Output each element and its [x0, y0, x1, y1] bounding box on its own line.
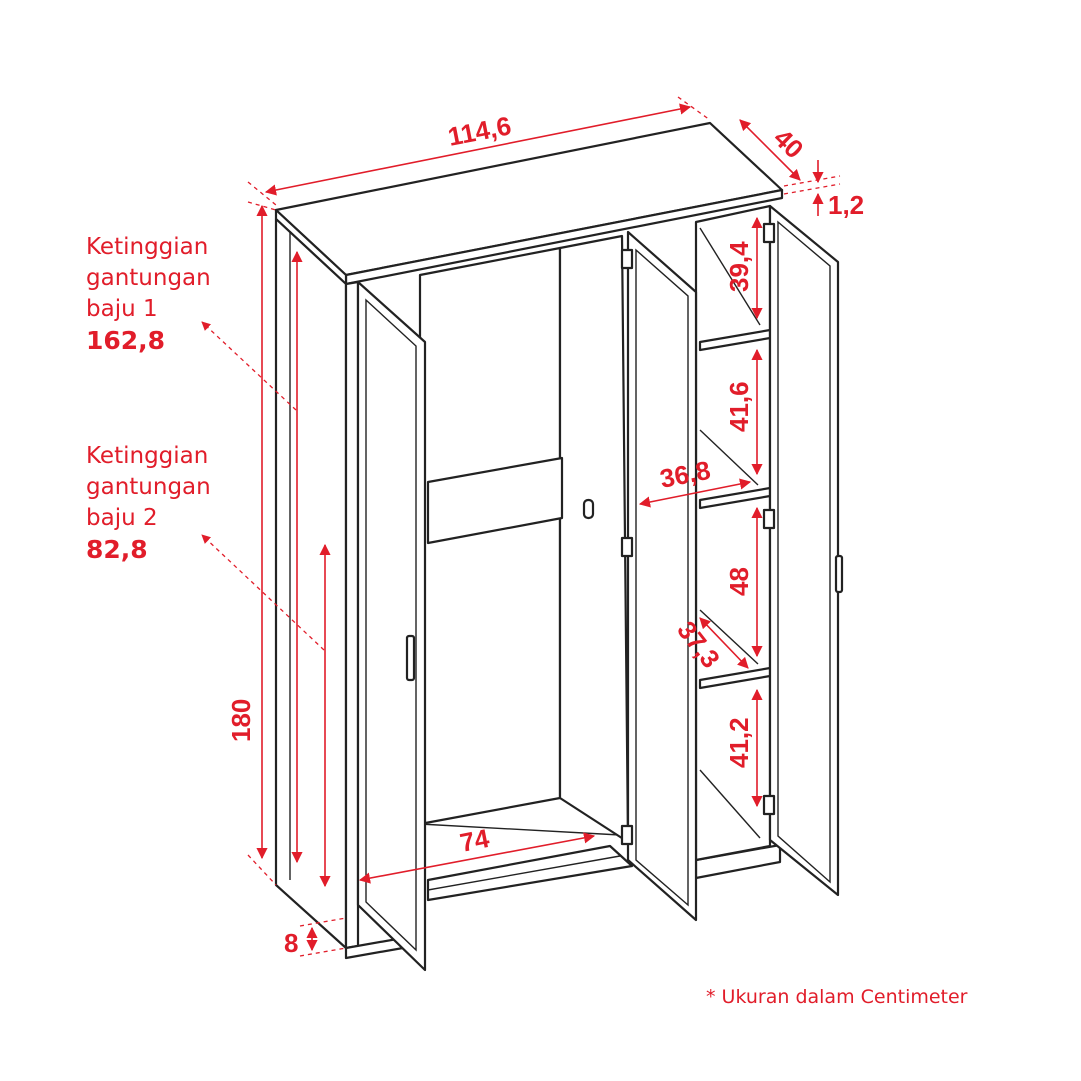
width-label: 114,6	[445, 110, 513, 152]
hinge	[620, 248, 634, 270]
right-door-handle	[834, 554, 844, 594]
right-door-frame	[777, 220, 831, 884]
dimension-lines	[201, 96, 841, 957]
shelf-4-label: 41,2	[724, 717, 754, 768]
lock	[582, 498, 595, 520]
hanging-rail-block	[426, 456, 564, 545]
left-side-panel	[274, 217, 348, 950]
left-door-frame	[365, 298, 417, 952]
note-value: 82,8	[86, 535, 148, 564]
hanging-width-line	[358, 832, 596, 884]
right-door	[768, 204, 840, 897]
hinge	[620, 536, 634, 558]
hinge	[620, 824, 634, 846]
units-footnote: * Ukuran dalam Centimeter	[706, 986, 968, 1008]
left-front-post	[344, 280, 360, 950]
shelf-2-label: 41,6	[724, 381, 754, 432]
note-line: Ketinggian	[86, 443, 209, 469]
hanging-floor	[426, 844, 634, 902]
hanging-width-label: 74	[457, 823, 492, 858]
top-thickness-label: 1,2	[828, 190, 864, 220]
note-line: baju 1	[86, 296, 158, 322]
hinge	[762, 508, 776, 530]
plinth-label: 8	[284, 928, 298, 958]
center-door-frame	[635, 248, 689, 907]
height-label: 180	[226, 699, 256, 742]
note-line: baju 2	[86, 505, 158, 531]
hinge	[762, 222, 776, 244]
inner-divider	[558, 234, 630, 844]
shelf-3-label: 48	[724, 567, 754, 596]
shelf-1-label: 39,4	[724, 241, 754, 292]
note-line: gantungan	[86, 265, 211, 291]
depth-dimension-line	[739, 119, 801, 181]
left-door-handle	[405, 634, 416, 682]
note-line: gantungan	[86, 474, 211, 500]
note-line: Ketinggian	[86, 234, 209, 260]
hanging-height-2-note: Ketinggian gantungan baju 2 82,8	[86, 441, 211, 565]
note-value: 162,8	[86, 326, 166, 355]
left-door	[356, 280, 427, 972]
hanging-height-1-note: Ketinggian gantungan baju 1 162,8	[86, 232, 211, 356]
depth-label: 40	[768, 123, 810, 165]
width-dimension-line	[264, 103, 692, 196]
hinge	[762, 794, 776, 816]
center-door	[626, 230, 698, 922]
